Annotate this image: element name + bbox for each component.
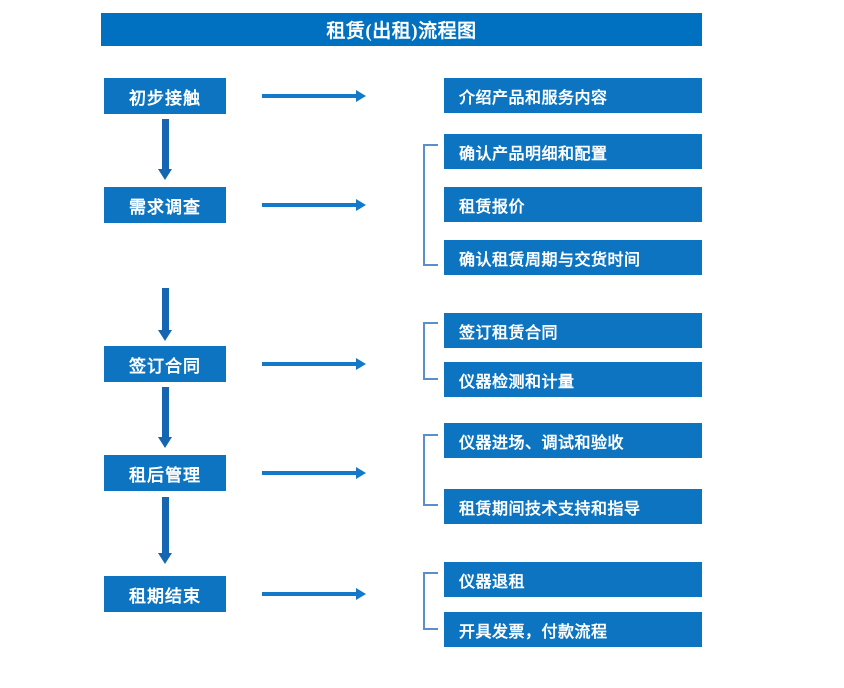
stage-label: 初步接触: [129, 88, 201, 108]
stage-label: 租期结束: [129, 586, 201, 606]
detail-label: 介绍产品和服务内容: [459, 89, 608, 107]
detail-box-confirm-period-delivery[interactable]: 确认租赁周期与交货时间: [444, 240, 702, 275]
group-bracket-post-rental: [423, 434, 438, 506]
group-bracket-needs-survey: [423, 144, 438, 266]
horizontal-arrow-icon-5: [262, 587, 366, 601]
detail-box-instrument-entry-commission[interactable]: 仪器进场、调试和验收: [444, 423, 702, 458]
group-bracket-lease-end: [423, 572, 438, 630]
detail-box-instrument-inspection[interactable]: 仪器检测和计量: [444, 362, 702, 397]
vertical-arrow-icon-3: [158, 387, 172, 448]
vertical-arrow-icon-2: [158, 288, 172, 341]
stage-box-needs-survey[interactable]: 需求调查: [104, 187, 226, 223]
stage-box-post-rental-management[interactable]: 租后管理: [104, 455, 226, 491]
horizontal-arrow-icon-3: [262, 357, 366, 371]
stage-box-sign-contract[interactable]: 签订合同: [104, 346, 226, 382]
stage-label: 签订合同: [129, 356, 201, 376]
detail-label: 仪器检测和计量: [459, 373, 575, 391]
detail-label: 签订租赁合同: [459, 324, 559, 342]
detail-label: 租赁期间技术支持和指导: [459, 500, 641, 518]
detail-box-confirm-product-spec[interactable]: 确认产品明细和配置: [444, 134, 702, 169]
horizontal-arrow-icon-2: [262, 198, 366, 212]
detail-box-technical-support[interactable]: 租赁期间技术支持和指导: [444, 489, 702, 524]
detail-label: 租赁报价: [459, 198, 526, 216]
detail-label: 确认租赁周期与交货时间: [459, 251, 641, 269]
stage-label: 需求调查: [129, 197, 201, 217]
detail-box-sign-rental-contract[interactable]: 签订租赁合同: [444, 313, 702, 348]
vertical-arrow-icon-4: [158, 497, 172, 564]
detail-label: 开具发票，付款流程: [459, 623, 608, 641]
stage-box-initial-contact[interactable]: 初步接触: [104, 78, 226, 114]
group-bracket-sign-contract: [423, 322, 438, 380]
horizontal-arrow-icon-4: [262, 466, 366, 480]
horizontal-arrow-icon-1: [262, 89, 366, 103]
detail-label: 确认产品明细和配置: [459, 145, 608, 163]
diagram-title: 租赁(出租)流程图: [101, 13, 702, 46]
detail-label: 仪器进场、调试和验收: [459, 434, 625, 452]
detail-box-rental-quote[interactable]: 租赁报价: [444, 187, 702, 222]
detail-label: 仪器退租: [459, 573, 526, 591]
stage-box-lease-end[interactable]: 租期结束: [104, 576, 226, 612]
detail-box-invoice-payment[interactable]: 开具发票，付款流程: [444, 612, 702, 647]
detail-box-introduce-products[interactable]: 介绍产品和服务内容: [444, 78, 702, 113]
detail-box-instrument-return[interactable]: 仪器退租: [444, 562, 702, 597]
vertical-arrow-icon-1: [158, 119, 172, 180]
stage-label: 租后管理: [129, 465, 201, 485]
